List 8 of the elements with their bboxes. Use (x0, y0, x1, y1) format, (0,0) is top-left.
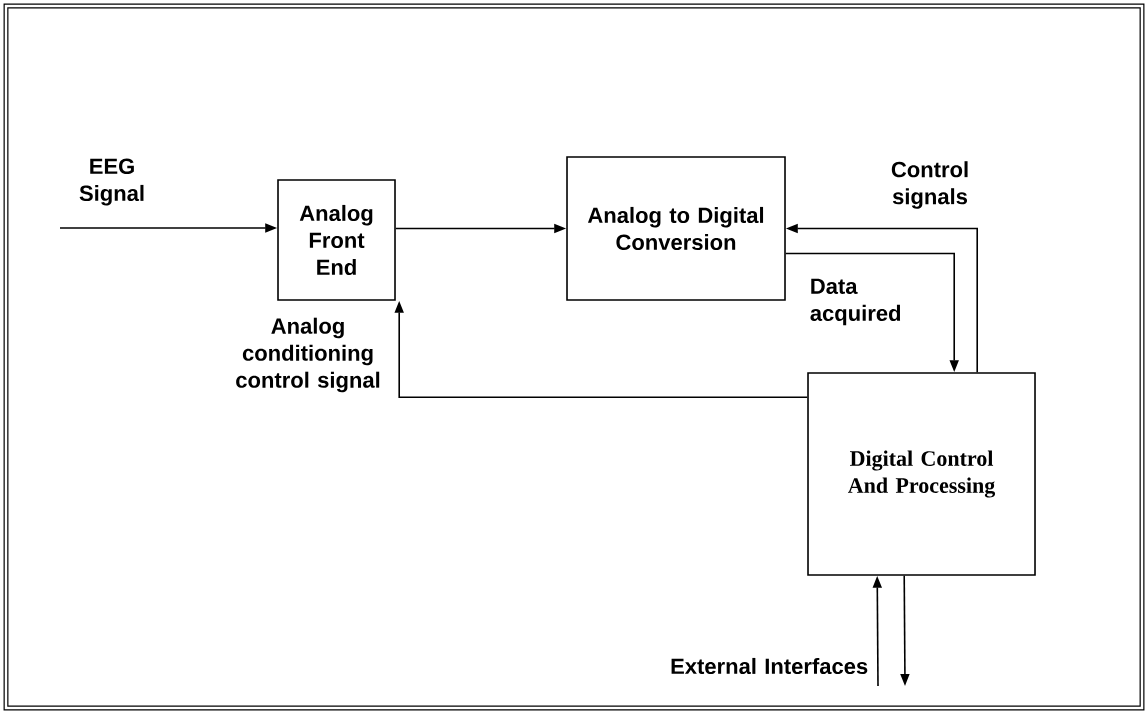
process-box: Analog Front End (277, 179, 396, 301)
edge-label: Data acquired (810, 278, 901, 326)
edge-label: EEG Signal (79, 158, 144, 206)
edge-label: Analog conditioning control signal (236, 317, 380, 393)
process-box: Analog to Digital Conversion (566, 156, 786, 301)
edge-label: External Interfaces (671, 657, 868, 675)
edge-label: Control signals (891, 161, 968, 209)
process-box: Digital Control And Processing (807, 372, 1036, 576)
